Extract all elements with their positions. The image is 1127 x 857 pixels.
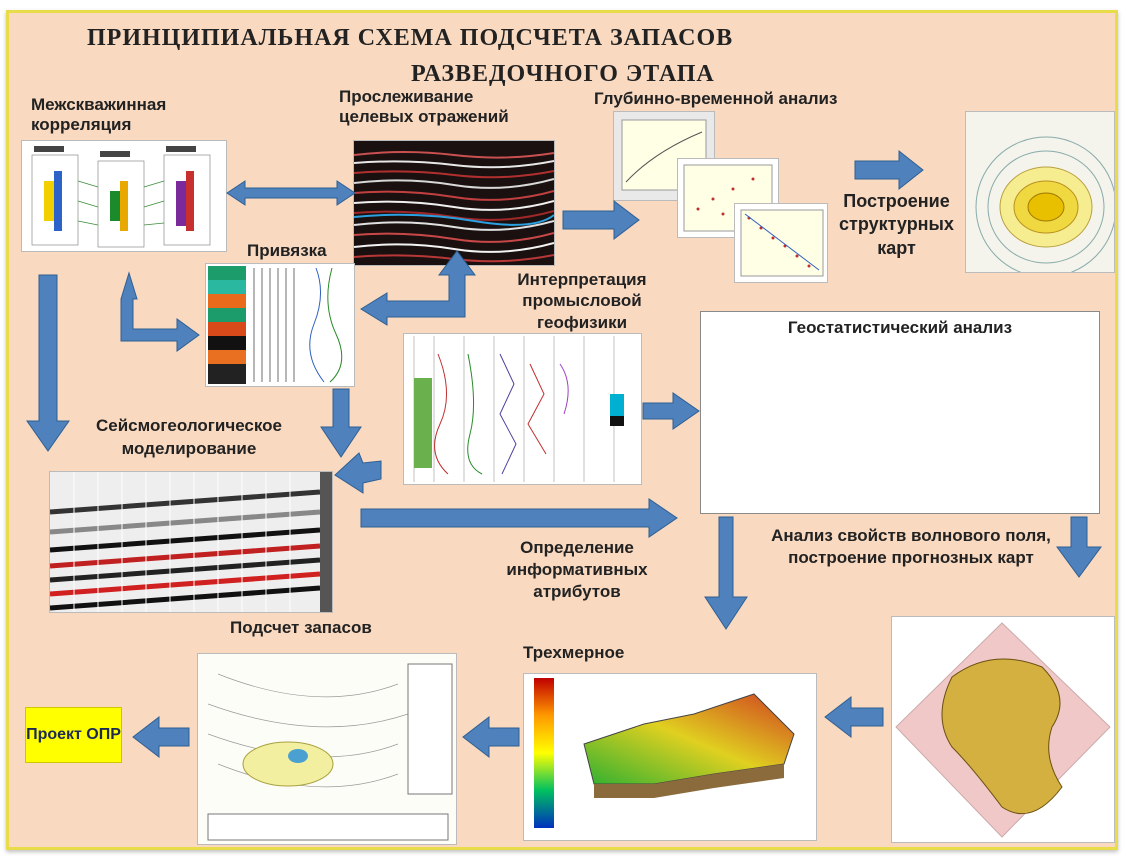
opr-project-box: Проект ОПР [25,707,122,763]
arrow-geostat-3d [704,516,748,630]
opr-project-label: Проект ОПР [26,726,121,744]
geostat-box: Геостатистический анализ [700,311,1100,514]
depth-time-graph-2 [677,158,779,238]
flow-arrows [26,149,1102,759]
arrow-gis-geostat [642,392,700,430]
gis-log-image [403,333,642,485]
arrow-correlation-down [26,274,70,452]
seismo-modeling-image [49,471,333,613]
depth-time-graph-3 [734,203,828,283]
arrow-geostat-wave [1056,516,1102,578]
structural-map-image [965,111,1115,273]
wave-field-map-image [891,616,1115,843]
label-gis-interpretation: Интерпретация промысловой геофизики [517,270,647,332]
label-reflection-tracing: Прослеживание целевых отражений [339,87,509,126]
label-structural-maps: Построение структурных карт [839,191,954,258]
seismic-section-image [353,140,555,266]
arrow-wave-3d [824,695,884,739]
arrow-correlation-seismic [226,180,356,206]
arrow-tie-seismic [360,250,476,326]
label-seismo-modeling: Сейсмогеологическое моделирование [95,416,283,458]
slide: ПРИНЦИПИАЛЬНАЯ СХЕМА ПОДСЧЕТА ЗАПАСОВ РА… [6,10,1118,850]
label-depth-time: Глубинно-временной анализ [594,89,838,108]
label-well-correlation: Межскважинная корреляция [31,95,167,134]
well-correlation-image [21,140,227,252]
arrow-tie-correlation [120,271,200,352]
3d-model-image [523,673,817,841]
label-informative-attributes: Определение информативных атрибутов [506,538,648,602]
tie-image [205,263,355,387]
label-reserves: Подсчет запасов [230,618,372,637]
label-tie: Привязка [247,241,327,260]
arrow-gis-modeling [334,452,382,494]
title-line-1: ПРИНЦИПИАЛЬНАЯ СХЕМА ПОДСЧЕТА ЗАПАСОВ [87,25,734,51]
arrow-tie-modeling [320,388,362,458]
arrow-3d-reserves [462,715,520,759]
label-wave-field: Анализ свойств волнового поля, построени… [771,526,1051,568]
reserves-map-image [197,653,457,845]
arrow-modeling-attributes [360,498,678,538]
arrow-depth-structure [854,149,924,191]
arrow-reserves-opr [132,715,190,759]
depth-time-graph-1 [613,111,715,201]
label-geostat: Геостатистический анализ [787,318,1013,337]
arrow-seismic-depth [562,199,640,241]
title-line-2: РАЗВЕДОЧНОГО ЭТАПА [411,61,715,87]
